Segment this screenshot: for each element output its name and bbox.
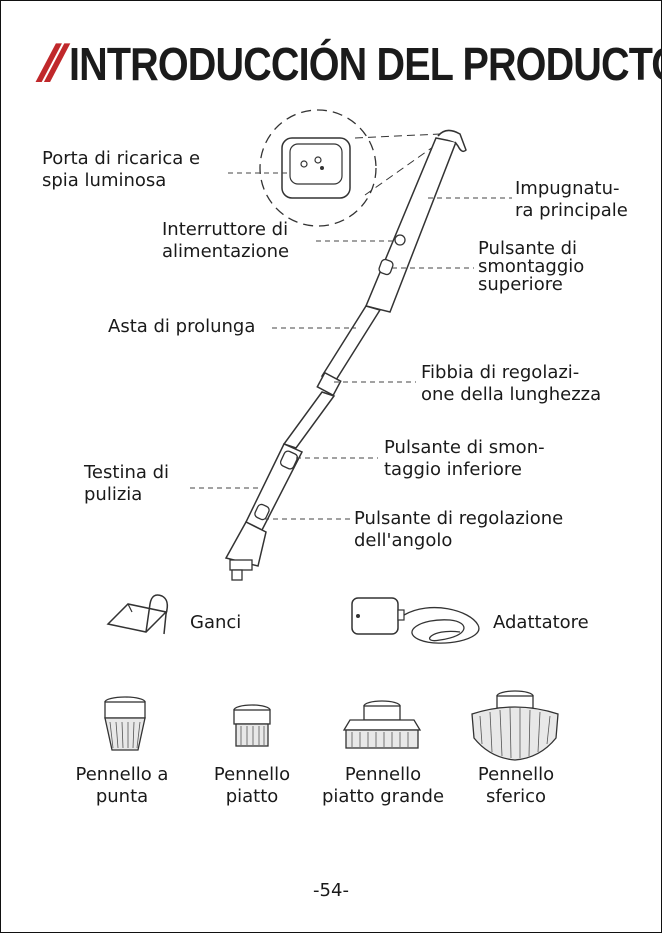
page-number: -54-	[313, 880, 349, 901]
adapter-illustration	[351, 597, 480, 644]
zoom-circle	[259, 109, 377, 227]
flat-brush-illustration	[233, 704, 271, 747]
label-flat-brush: Pennello piatto	[213, 764, 291, 807]
label-angle-button: Pulsante di regolazione dell'angolo	[354, 508, 564, 551]
cleaning-head	[224, 443, 304, 581]
label-large-flat-brush: Pennello piatto grande	[321, 764, 445, 807]
label-cleaning-head: Testina di pulizia	[84, 462, 170, 505]
large-flat-brush-illustration	[342, 700, 422, 749]
label-lower-release: Pulsante di smon- taggio inferiore	[384, 437, 545, 480]
label-charging-port: Porta di ricarica e spia luminosa	[42, 148, 201, 191]
label-power-switch: Interruttore di alimentazione	[162, 219, 290, 262]
label-upper-release: Pulsante di smontaggio superiore	[478, 238, 585, 295]
hooks-illustration	[106, 594, 169, 635]
label-extension-rod: Asta di prolunga	[108, 316, 256, 337]
label-hooks: Ganci	[190, 612, 242, 633]
title-text: INTRODUCCIÓN DEL PRODUCTO	[68, 38, 662, 90]
pointed-brush-illustration	[104, 696, 146, 751]
page-title: // INTRODUCCIÓN DEL PRODUCTO	[36, 34, 662, 94]
spherical-brush-illustration	[471, 690, 559, 761]
main-handle	[364, 129, 467, 313]
label-spherical-brush: Pennello sferico	[477, 764, 555, 807]
label-length-buckle: Fibbia di regolazi- one della lunghezza	[421, 362, 602, 405]
label-main-handle: Impugnatu- ra principale	[515, 178, 628, 221]
label-adapter: Adattatore	[493, 612, 589, 633]
charging-port-detail	[281, 137, 351, 199]
leader-lines	[190, 172, 512, 520]
label-pointed-brush: Pennello a punta	[75, 764, 169, 807]
extension-rod	[282, 305, 382, 449]
